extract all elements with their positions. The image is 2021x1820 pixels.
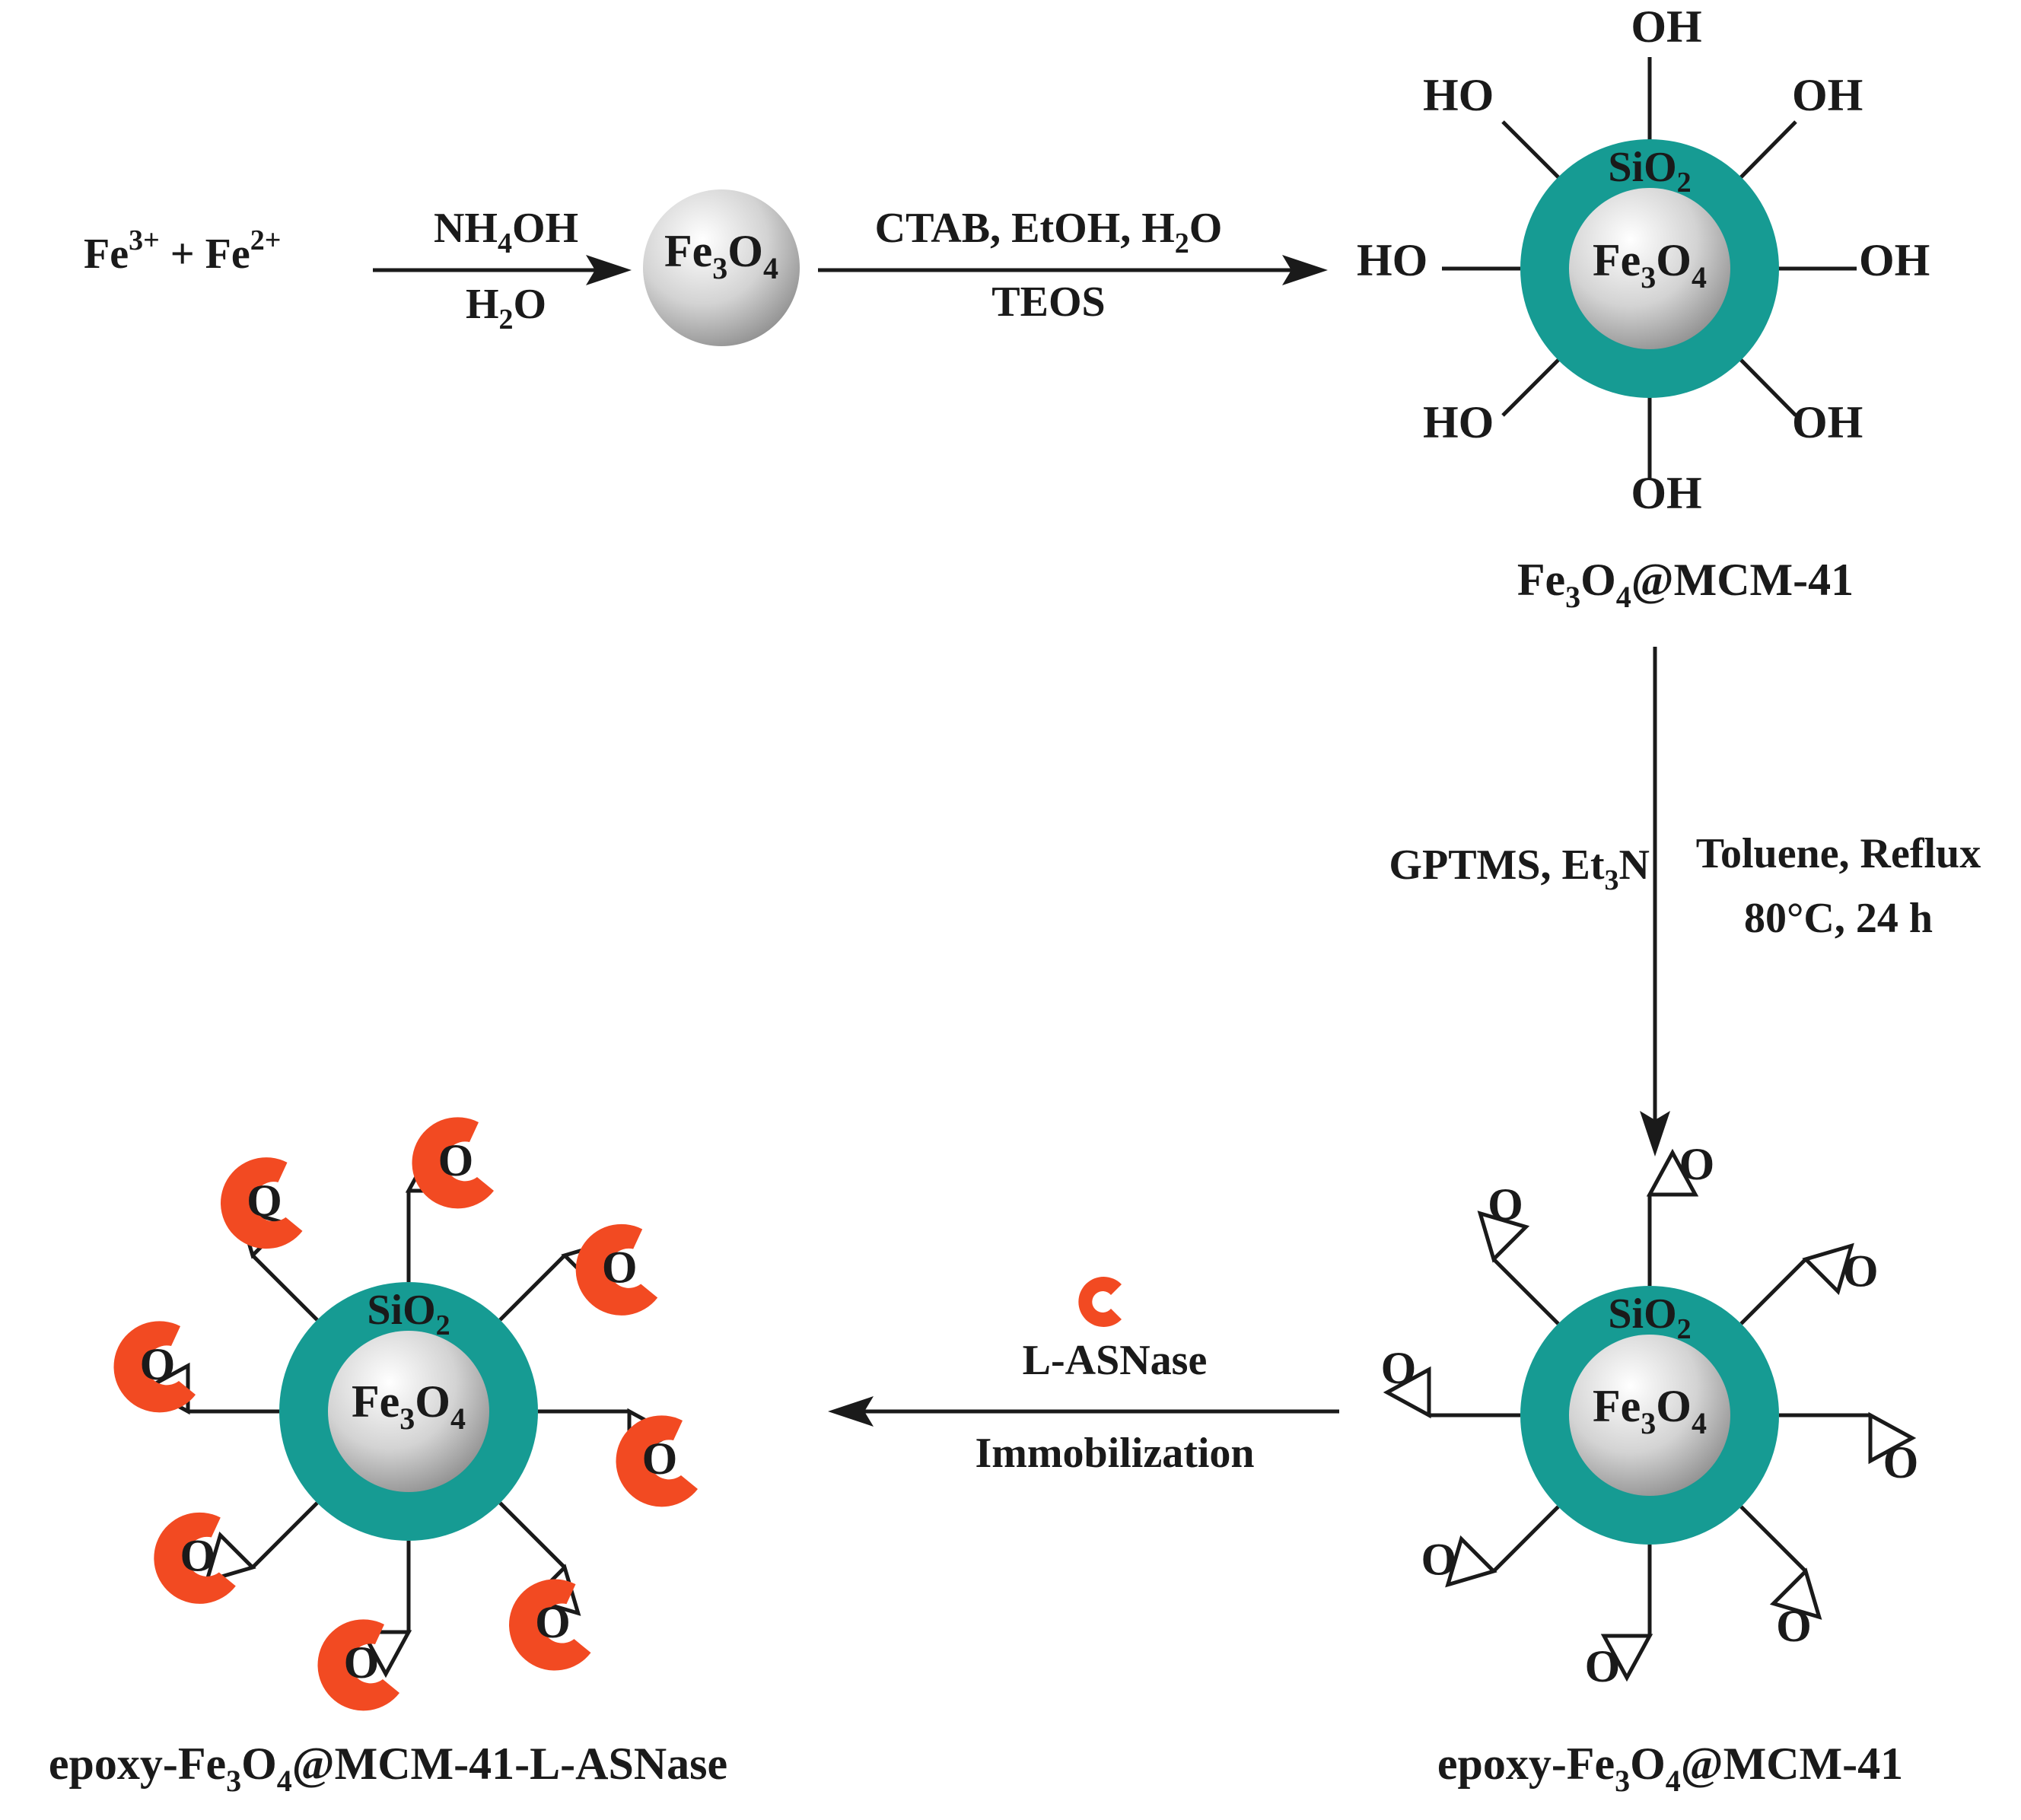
epoxide-oxygen-label: O — [535, 1597, 571, 1647]
reaction-arrow-2 — [818, 255, 1328, 285]
core-label: Fe3O4 — [1593, 1381, 1707, 1440]
enzyme-c-shape-icon — [616, 1415, 698, 1507]
epoxide-ring-icon — [1600, 1634, 1653, 1682]
hydroxyl-label: HO — [1357, 235, 1427, 285]
enzyme-label: L-ASNase — [1023, 1337, 1208, 1384]
reagent-gptms: GPTMS, Et3N — [1389, 842, 1650, 896]
epoxide-oxygen-label: O — [438, 1135, 474, 1185]
epoxide-oxygen-label: O — [344, 1637, 380, 1688]
epoxide-arms-with-enzyme: O O O O O O O O — [113, 1117, 698, 1711]
epoxide-arm: O — [317, 1541, 412, 1711]
epoxide-oxygen-label: O — [642, 1433, 678, 1484]
hydroxylated-particle: SiO2 Fe3O4 OH OH HO OH HO OH HO OH — [1357, 2, 1930, 518]
hydroxyl-bonds — [1442, 57, 1857, 479]
epoxide-arm: O — [538, 1408, 698, 1507]
epoxide-oxygen-label: O — [180, 1531, 215, 1581]
enzyme-c-shape-icon — [509, 1579, 591, 1671]
epoxide-arms: O O O O O O O O — [1381, 1139, 1919, 1691]
magnetite-core-sphere — [1569, 188, 1730, 349]
epoxy-particle: O O O O O O O O SiO2 Fe3O4 — [1381, 1139, 1919, 1691]
shell-label: SiO2 — [1608, 144, 1691, 199]
product1-name: Fe3O4@MCM-41 — [1517, 555, 1854, 614]
product2-name: epoxy-Fe3O4@MCM-41 — [1437, 1739, 1903, 1798]
epoxide-ring-icon — [1769, 1567, 1822, 1620]
reactant-iron-ions: Fe3+ + Fe2+ — [84, 224, 281, 278]
hydroxyl-label: OH — [1631, 2, 1701, 52]
reagent-ctab-etoh-water: CTAB, EtOH, H2O — [875, 205, 1223, 259]
enzyme-c-shape-icon — [1078, 1277, 1122, 1328]
enzyme-c-shape-icon — [317, 1619, 399, 1711]
epoxide-ring-icon — [359, 1630, 412, 1678]
process-label: Immobilization — [975, 1430, 1254, 1477]
product3-name: epoxy-Fe3O4@MCM-41-L-ASNase — [49, 1739, 727, 1798]
magnetite-core-sphere — [328, 1331, 489, 1492]
epoxide-arm: O — [498, 1501, 591, 1671]
shell-label: SiO2 — [367, 1287, 450, 1341]
hydroxyl-label: OH — [1792, 397, 1863, 447]
epoxide-arm: O — [1421, 1505, 1560, 1588]
epoxide-oxygen-label: O — [1883, 1437, 1919, 1488]
epoxide-arm: O — [154, 1501, 319, 1604]
epoxide-oxygen-label: O — [247, 1176, 282, 1226]
condition-solvent: Toluene, Reflux — [1696, 830, 1981, 877]
reagent-water: H2O — [466, 281, 546, 336]
epoxide-ring-icon — [1383, 1366, 1431, 1419]
epoxide-oxygen-label: O — [1843, 1246, 1879, 1296]
hydroxyl-label: OH — [1631, 468, 1701, 518]
epoxide-oxygen-label: O — [1381, 1343, 1417, 1393]
epoxide-arm: O — [1477, 1179, 1560, 1325]
hydroxyl-label: OH — [1792, 70, 1863, 120]
epoxide-arm: O — [405, 1117, 494, 1282]
reaction-arrow-4 — [828, 1396, 1339, 1427]
epoxide-ring-icon — [204, 1531, 256, 1584]
epoxide-oxygen-label: O — [1488, 1179, 1523, 1230]
epoxide-arm: O — [1739, 1242, 1879, 1325]
epoxide-oxygen-label: O — [1679, 1139, 1715, 1189]
epoxide-arm: O — [1646, 1139, 1715, 1286]
epoxide-oxygen-label: O — [1421, 1535, 1456, 1585]
hydroxyl-label: OH — [1859, 235, 1930, 285]
enzyme-c-shape-icon — [113, 1321, 196, 1413]
enzyme-c-shape-icon — [154, 1512, 236, 1604]
epoxide-ring-icon — [1646, 1148, 1699, 1197]
hydroxyl-label: HO — [1423, 397, 1494, 447]
epoxide-ring-icon — [1477, 1211, 1530, 1263]
reagent-nh4oh: NH4OH — [434, 205, 578, 259]
epoxide-ring-icon — [1868, 1411, 1917, 1465]
enzyme-particle: O O O O O O O O SiO2 Fe3O4 — [113, 1117, 698, 1711]
reagent-teos: TEOS — [991, 278, 1105, 326]
shell-label: SiO2 — [1608, 1290, 1691, 1345]
epoxide-ring-icon — [1802, 1242, 1854, 1296]
epoxide-arm: O — [1739, 1505, 1822, 1651]
epoxide-arm: O — [1779, 1411, 1919, 1488]
epoxide-arm: O — [113, 1321, 279, 1415]
enzyme-c-shape-icon — [575, 1223, 658, 1316]
core-label: Fe3O4 — [664, 226, 778, 285]
enzyme-c-shape-icon — [221, 1157, 303, 1249]
epoxide-oxygen-label: O — [140, 1339, 176, 1389]
condition-temperature: 80°C, 24 h — [1744, 895, 1933, 942]
epoxide-oxygen-label: O — [602, 1242, 638, 1292]
enzyme-c-shape-icon — [412, 1117, 494, 1209]
epoxide-arm: O — [1585, 1545, 1653, 1691]
epoxide-arm: O — [498, 1223, 658, 1322]
reaction-arrow-1 — [373, 255, 632, 285]
epoxide-arm: O — [221, 1157, 319, 1322]
epoxide-arm: O — [1381, 1343, 1520, 1419]
reaction-arrow-3 — [1640, 647, 1670, 1157]
core-label: Fe3O4 — [1593, 235, 1707, 294]
epoxide-oxygen-label: O — [1585, 1641, 1621, 1691]
magnetite-core-sphere — [1569, 1335, 1730, 1496]
hydroxyl-label: HO — [1423, 70, 1494, 120]
epoxide-oxygen-label: O — [1776, 1601, 1812, 1651]
magnetite-core-sphere: Fe3O4 — [643, 189, 800, 346]
epoxide-ring-icon — [1445, 1535, 1497, 1588]
core-label: Fe3O4 — [352, 1376, 466, 1436]
